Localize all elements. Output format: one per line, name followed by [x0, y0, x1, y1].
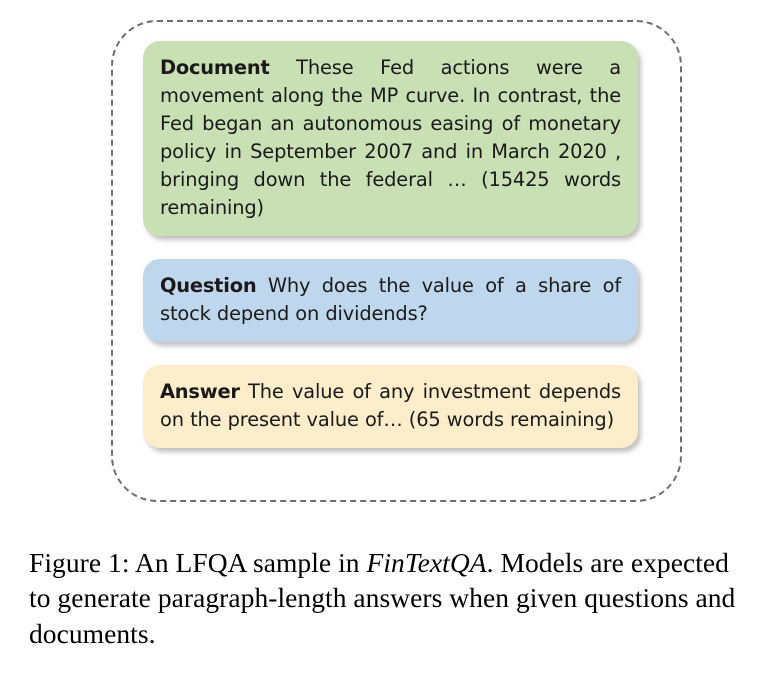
question-card: Question Why does the value of a share o… [143, 259, 638, 343]
answer-card: Answer The value of any investment depen… [143, 365, 638, 449]
answer-card-body: The value of any investment depends on t… [160, 380, 621, 432]
caption-suffix: . Models are expected to generate paragr… [29, 547, 736, 649]
question-card-body: Why does the value of a share of stock d… [160, 274, 621, 326]
document-card: Document These Fed actions were a moveme… [143, 41, 638, 237]
document-card-body: These Fed actions were a movement along … [160, 56, 621, 220]
document-card-text: Document These Fed actions were a moveme… [160, 54, 621, 222]
answer-card-label: Answer [160, 380, 240, 404]
question-card-text: Question Why does the value of a share o… [160, 272, 621, 328]
question-card-label: Question [160, 274, 257, 298]
document-card-label: Document [160, 56, 270, 79]
caption-prefix: Figure 1: An LFQA sample in [29, 547, 367, 578]
lfqa-sample-panel: Document These Fed actions were a moveme… [111, 20, 682, 502]
figure-caption: Figure 1: An LFQA sample in FinTextQA. M… [29, 545, 741, 651]
qa-card-stack: Document These Fed actions were a moveme… [143, 41, 638, 449]
caption-dataset-name: FinTextQA [366, 547, 487, 578]
answer-card-text: Answer The value of any investment depen… [160, 378, 621, 434]
